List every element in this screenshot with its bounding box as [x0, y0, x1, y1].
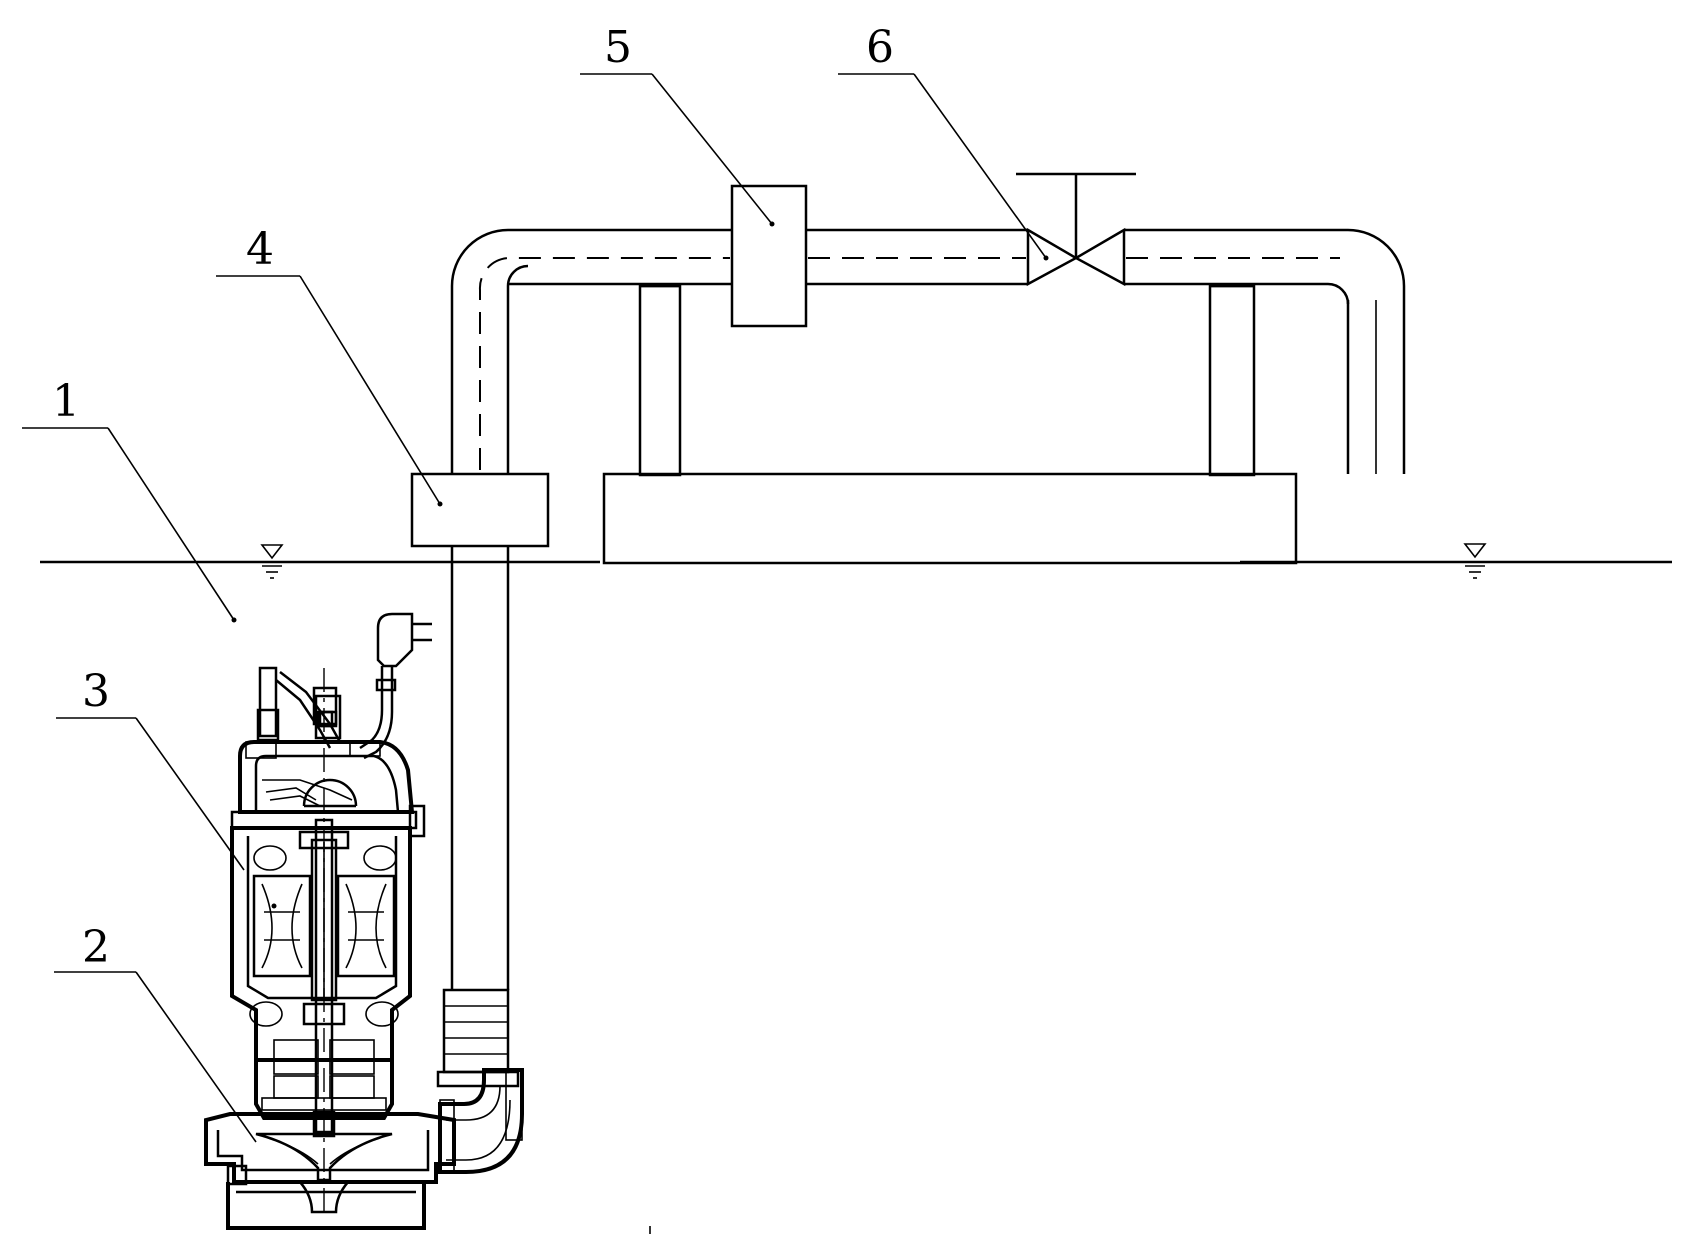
water-level-symbol-right-icon — [1463, 543, 1487, 579]
pump-impeller — [255, 1110, 393, 1182]
leader-lines — [22, 73, 1047, 1143]
label-6: 6 — [866, 22, 894, 73]
water-level-symbol-left-icon — [260, 544, 284, 579]
submersible-pump — [204, 612, 524, 1230]
label-4: 4 — [246, 224, 274, 275]
support-foundation — [602, 284, 1298, 565]
motor-stator — [249, 845, 399, 1027]
discharge-pipeline — [450, 228, 1406, 990]
inline-device-5 — [730, 184, 808, 328]
inline-device-4 — [410, 472, 550, 548]
label-3: 3 — [82, 666, 110, 717]
gate-valve-icon — [1016, 172, 1136, 287]
label-2: 2 — [82, 922, 110, 973]
power-plug-icon — [359, 612, 432, 760]
label-1: 1 — [52, 376, 80, 427]
label-5: 5 — [604, 22, 632, 73]
